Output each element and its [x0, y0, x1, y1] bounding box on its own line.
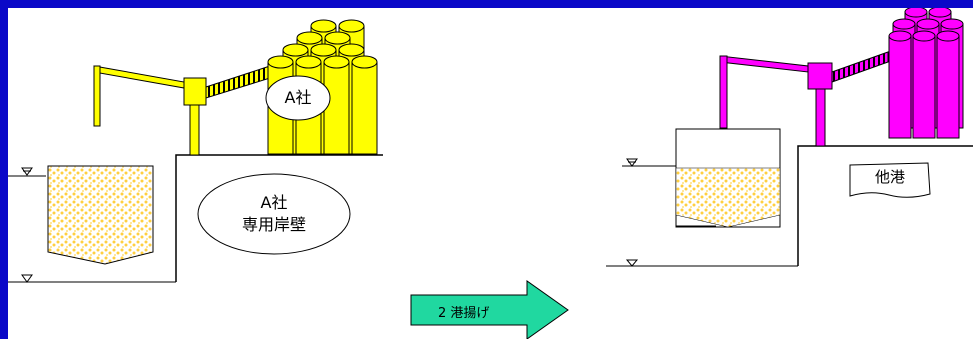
port-label-banner	[849, 162, 931, 198]
berth-label-line2: 専用岸壁	[241, 215, 306, 234]
quay-wall	[175, 154, 383, 282]
conveyor-belt	[205, 65, 271, 99]
berth-label-line1: A社	[260, 193, 288, 212]
process-arrow	[410, 280, 569, 339]
right-storage-tanks	[888, 8, 964, 139]
diagram-canvas: A社 A社 専用岸壁 他港 2 港揚げ	[8, 8, 973, 339]
ship-hull-cargo	[47, 165, 154, 265]
company-label: A社	[284, 88, 312, 107]
left-scene	[8, 19, 383, 283]
right-unloading-crane	[719, 51, 889, 147]
remaining-cargo	[675, 167, 781, 228]
company-label-bubble	[265, 75, 331, 121]
port-label: 他港	[874, 168, 905, 186]
unloading-crane	[93, 65, 271, 156]
diagram-graphics	[8, 8, 973, 339]
right-scene	[606, 8, 973, 267]
process-arrow-label: 2 港揚げ	[438, 306, 490, 321]
right-quay-wall	[797, 145, 973, 266]
right-conveyor-belt	[831, 51, 889, 83]
berth-label-bubble	[197, 173, 351, 255]
water-level-marker-low	[21, 274, 33, 283]
